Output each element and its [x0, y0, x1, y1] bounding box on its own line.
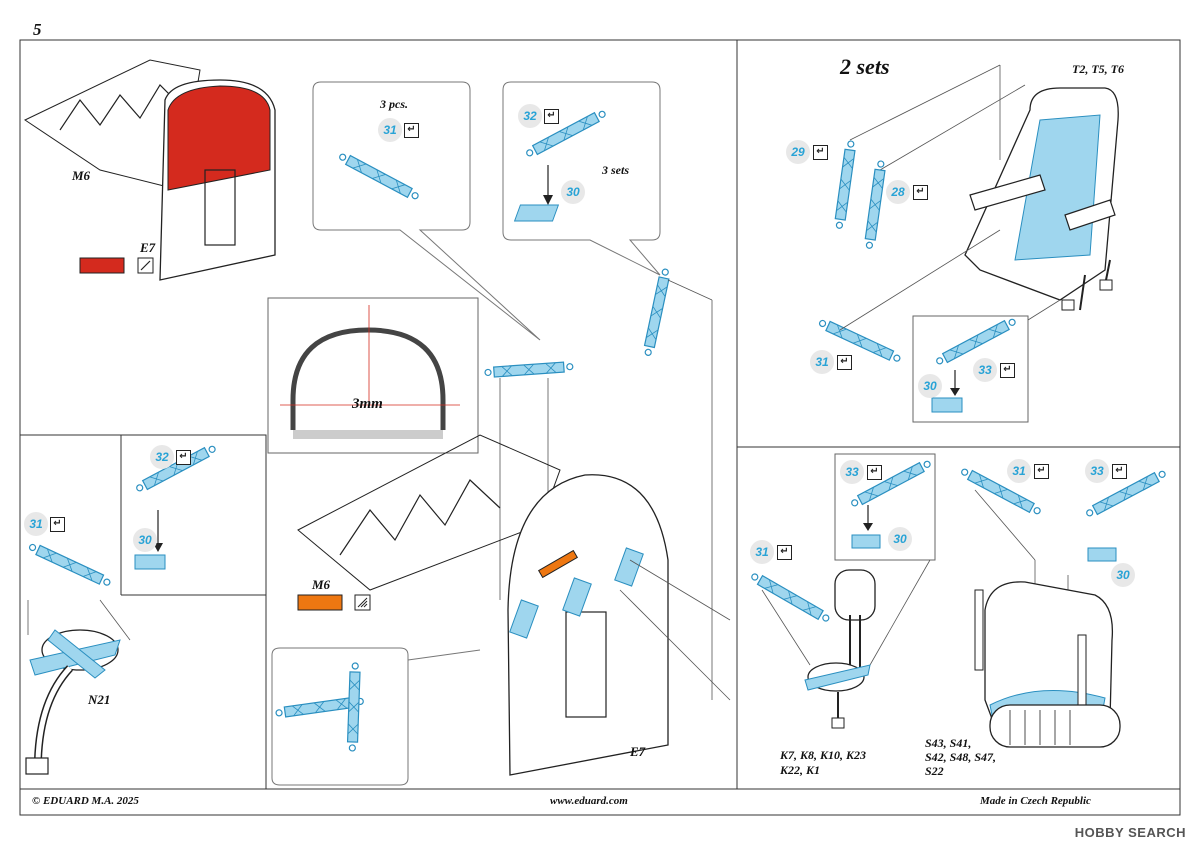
bend-icon: ↵ — [176, 450, 191, 465]
bend-icon: ↵ — [544, 109, 559, 124]
part-number-31: 31 — [24, 512, 48, 536]
part-number-28: 28 — [886, 180, 910, 204]
page-number: 5 — [33, 20, 42, 39]
part-number-33: 33 — [1085, 459, 1109, 483]
part-number-29: 29 — [786, 140, 810, 164]
bend-icon: ↵ — [913, 185, 928, 200]
variants-k-line1: K7, K8, K10, K23 — [780, 748, 867, 762]
part-number-33: 33 — [973, 358, 997, 382]
bulkhead-drawing-top — [23, 59, 276, 281]
variants-s-line1: S43, S41, — [925, 736, 972, 750]
bend-icon: ↵ — [867, 465, 882, 480]
bend-icon: ↵ — [777, 545, 792, 560]
part-number-30: 30 — [561, 180, 585, 204]
bend-icon: ↵ — [1000, 363, 1015, 378]
bend-icon: ↵ — [50, 517, 65, 532]
variants-s-line2: S42, S48, S47, — [925, 750, 997, 764]
part-number-31: 31 — [378, 118, 402, 142]
callout-b-qty: 3 sets — [602, 163, 629, 177]
paint-label-m6: M6 — [312, 577, 331, 592]
variants-k-line2: K22, K1 — [780, 763, 821, 777]
bend-icon: ↵ — [813, 145, 828, 160]
part-number-31: 31 — [1007, 459, 1031, 483]
bend-icon: ↵ — [837, 355, 852, 370]
part-label-n21: N21 — [88, 692, 111, 707]
watermark: HOBBY SEARCH — [1074, 825, 1186, 840]
part-number-30: 30 — [133, 528, 157, 552]
callout-a-qty: 3 pcs. — [380, 97, 408, 111]
footer-copyright: © EDUARD M.A. 2025 — [32, 795, 139, 807]
part-number-30: 30 — [888, 527, 912, 551]
part-number-32: 32 — [518, 104, 542, 128]
variants-t: T2, T5, T6 — [1072, 62, 1124, 76]
dimension-label: 3mm — [352, 396, 383, 412]
part-number-32: 32 — [150, 445, 174, 469]
part-number-31: 31 — [810, 350, 834, 374]
part-number-31: 31 — [750, 540, 774, 564]
sets-title: 2 sets — [840, 54, 890, 79]
bend-icon: ↵ — [404, 123, 419, 138]
part-number-33: 33 — [840, 460, 864, 484]
footer-website: www.eduard.com — [550, 795, 628, 807]
part-number-30: 30 — [918, 374, 942, 398]
part-label-m6: M6 — [72, 168, 91, 183]
footer-origin: Made in Czech Republic — [980, 795, 1091, 807]
bend-icon: ↵ — [1034, 464, 1049, 479]
variants-s-line3: S22 — [925, 764, 944, 778]
bend-icon: ↵ — [1112, 464, 1127, 479]
part-label-e7: E7 — [630, 744, 646, 759]
part-number-30: 30 — [1111, 563, 1135, 587]
part-label-e7: E7 — [140, 240, 156, 255]
